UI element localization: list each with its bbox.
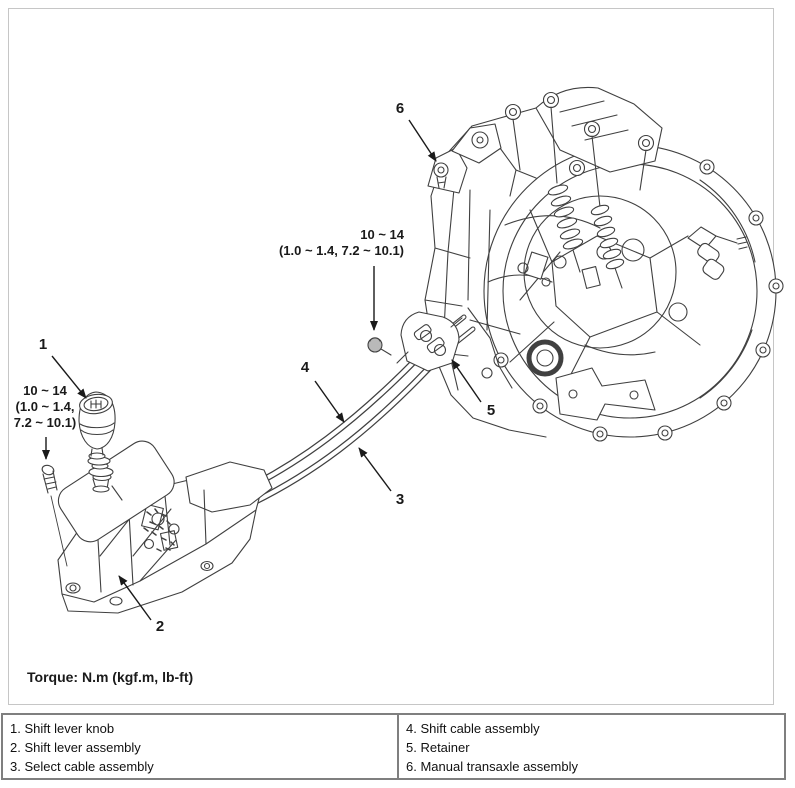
torque-label-cable-bolt: 10 ~ 14 (1.0 ~ 1.4, 7.2 ~ 10.1) <box>256 227 404 259</box>
callout-4: 4 <box>300 359 310 376</box>
torque-knob-line2: (1.0 ~ 1.4, <box>15 399 75 414</box>
legend-item-5: 5. Retainer <box>406 740 470 755</box>
legend-item-2: 2. Shift lever assembly <box>10 740 141 755</box>
retainer-bracket <box>396 311 463 372</box>
transaxle-drawing <box>424 86 784 442</box>
legend-table: 1. Shift lever knob 2. Shift lever assem… <box>1 713 786 780</box>
callout-3: 3 <box>395 491 405 508</box>
legend-right-column: 4. Shift cable assembly 5. Retainer 6. M… <box>397 715 784 778</box>
shift-lever-assembly-drawing <box>57 391 273 614</box>
legend-item-4: 4. Shift cable assembly <box>406 721 540 736</box>
torque-cable-line1: 10 ~ 14 <box>360 227 404 242</box>
torque-note: Torque: N.m (kgf.m, lb-ft) <box>27 669 194 685</box>
callout-6: 6 <box>395 100 405 117</box>
torque-label-knob-bolt: 10 ~ 14 (1.0 ~ 1.4, 7.2 ~ 10.1) <box>8 383 82 431</box>
legend-item-1: 1. Shift lever knob <box>10 721 115 736</box>
callout-2: 2 <box>155 618 165 635</box>
callout-5: 5 <box>486 402 496 419</box>
legend-item-6: 6. Manual transaxle assembly <box>406 759 578 774</box>
callout-arrows <box>42 119 482 621</box>
legend-item-3: 3. Select cable assembly <box>10 759 154 774</box>
torque-cable-line2: (1.0 ~ 1.4, 7.2 ~ 10.1) <box>278 243 404 258</box>
callout-1: 1 <box>38 336 48 353</box>
torque-knob-line1: 10 ~ 14 <box>23 383 67 398</box>
shift-knob <box>78 391 116 450</box>
transaxle-mount-bolt <box>433 162 449 189</box>
legend-left-column: 1. Shift lever knob 2. Shift lever assem… <box>3 715 397 778</box>
knob-bolt <box>41 464 68 567</box>
torque-knob-line3: 7.2 ~ 10.1) <box>13 415 77 430</box>
cable-bolt <box>367 337 392 356</box>
